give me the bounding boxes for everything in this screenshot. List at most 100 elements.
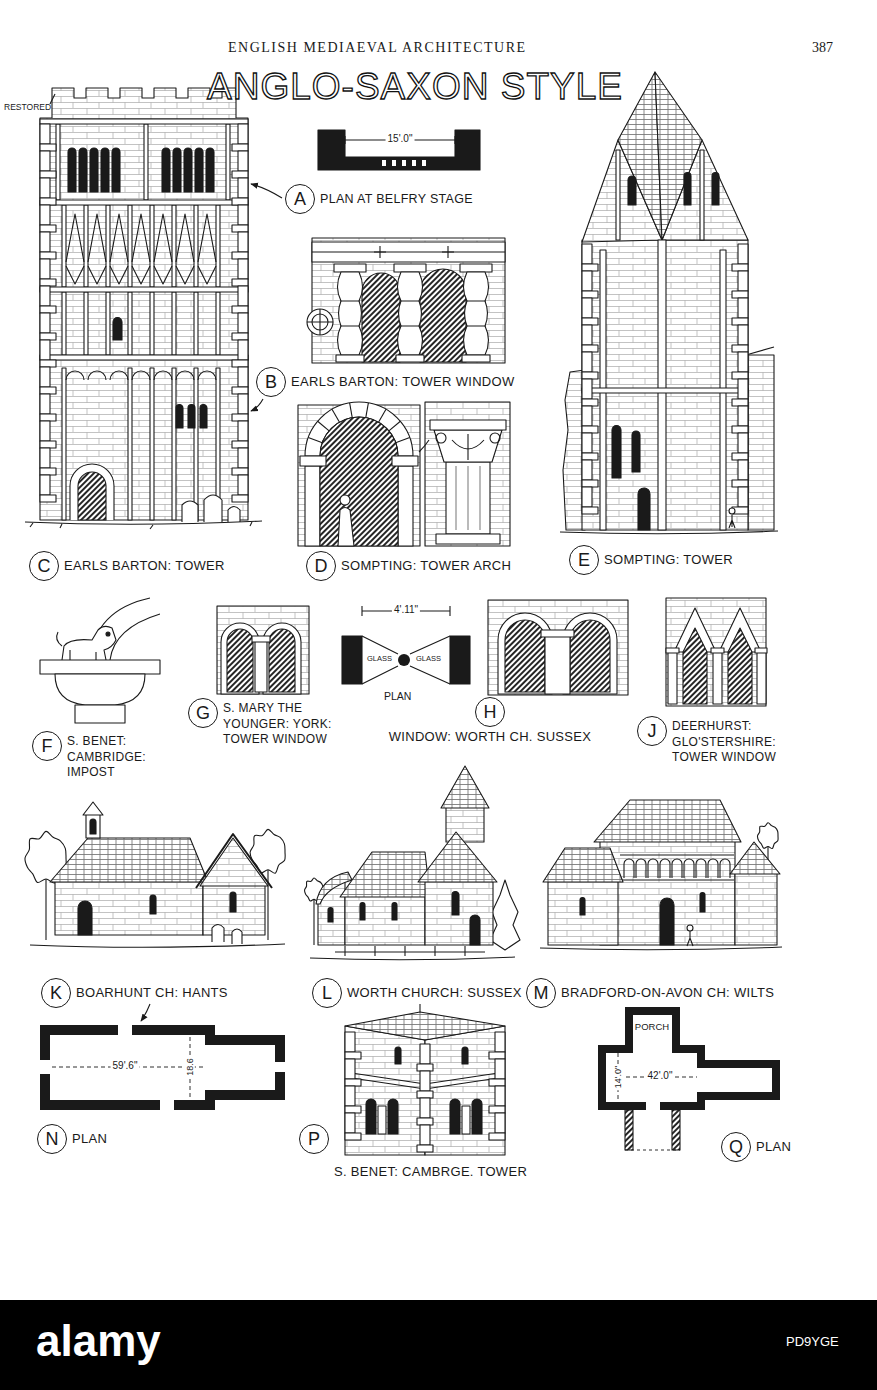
letter-circle: C: [29, 551, 59, 581]
dimension: 18.6: [185, 1056, 195, 1078]
figure-caption: BRADFORD-ON-AVON CH: WILTS: [561, 985, 774, 1000]
letter-circle: D: [306, 551, 336, 581]
arch-curve: [110, 614, 160, 660]
figure-key: HWINDOW: WORTH CH. SUSSEX: [380, 697, 600, 746]
quoin-stone: [40, 367, 50, 387]
pilaster-strip: [700, 150, 704, 240]
belfry-opening: [173, 148, 181, 192]
fence: [335, 946, 485, 956]
baluster: [338, 272, 363, 355]
annex: [748, 355, 774, 530]
quoin-stone: [232, 360, 248, 367]
caption-block: WORTH CHURCH: SUSSEX: [347, 985, 522, 1002]
ground-line: [540, 947, 782, 950]
figure-caption: S. BENET: CAMBRGE. TOWER: [334, 1164, 527, 1179]
wall: [425, 402, 510, 546]
porch-wall: [548, 880, 618, 945]
figure-caption: SOMPTING: TOWER: [604, 552, 733, 567]
string-course: [40, 200, 248, 205]
quoin-stone: [738, 298, 748, 318]
pilaster: [757, 652, 766, 704]
tower-wall: [345, 1026, 425, 1155]
finial: [419, 1004, 420, 1012]
figure-caption: PLAN: [72, 1131, 107, 1146]
pilaster-strip: [62, 205, 66, 287]
figure-key: NPLAN: [37, 1124, 107, 1154]
dimension: 15'.0": [386, 133, 415, 145]
arched-opening: [227, 629, 253, 692]
quoin-stone: [238, 394, 248, 414]
plan-wall-ruined: [625, 1110, 633, 1150]
figure-key: DSOMPTING: TOWER ARCH: [306, 551, 511, 581]
pilaster-strip: [216, 205, 220, 287]
tree-trunk: [267, 866, 268, 940]
tower-window: [113, 318, 122, 341]
caption-block: PLAN: [756, 1139, 791, 1156]
quoin-stone: [238, 448, 248, 468]
ground-line: [30, 944, 285, 947]
arch-opening: [320, 417, 398, 546]
caption-block: EARLS BARTON: TOWER WINDOW: [291, 374, 515, 391]
pilaster-strip: [106, 292, 110, 355]
bellcote-roof: [83, 802, 103, 815]
quoin-stone: [40, 495, 56, 502]
figure: [340, 495, 350, 505]
quoin-stone: [489, 1106, 505, 1113]
quoin-stone: [238, 313, 248, 333]
figure-caption: S. BENET: CAMBRIDGE: IMPOST: [67, 734, 146, 779]
pilaster-strip: [172, 292, 176, 355]
arched-opening: [366, 1099, 376, 1134]
figure-caption: EARLS BARTON: TOWER WINDOW: [291, 374, 515, 389]
ground-line: [25, 521, 262, 529]
quoin-stone: [232, 387, 248, 394]
doorway: [638, 488, 650, 530]
quoin-stone: [582, 271, 592, 291]
pilaster-strip: [194, 292, 198, 355]
pilaster-strip: [616, 150, 620, 240]
mid-wall-shaft: [398, 654, 410, 666]
quoin-stone: [40, 333, 56, 340]
quoin-stone: [232, 198, 248, 205]
capital: [755, 648, 767, 653]
letter-circle: M: [526, 978, 556, 1008]
figure-caption: WINDOW: WORTH CH. SUSSEX: [389, 729, 591, 744]
page-title: ANGLO-SAXON STYLE: [207, 68, 623, 105]
letter-circle: E: [569, 545, 599, 575]
figure-key: CEARLS BARTON: TOWER: [29, 551, 225, 581]
leader-line: [251, 399, 263, 411]
ground-line: [310, 957, 515, 960]
quoin-stone: [420, 1125, 430, 1145]
quoin-stone: [582, 487, 592, 507]
letter-circle: L: [312, 978, 342, 1008]
arched-opening: [580, 898, 585, 916]
quoin-stone: [40, 151, 50, 171]
pilaster: [713, 652, 722, 704]
pilaster-strip: [150, 292, 154, 355]
quoin-stone: [40, 306, 56, 313]
quoin-stone: [238, 340, 248, 360]
quoin-stone: [40, 360, 56, 367]
strip-arch: [176, 371, 194, 380]
dimension-line: [618, 1053, 697, 1102]
quoin-stone: [238, 178, 248, 198]
figure: [687, 931, 693, 946]
voussoir: [396, 438, 410, 443]
figure-caption: WORTH CHURCH: SUSSEX: [347, 985, 522, 1000]
gravestone: [212, 925, 224, 943]
caption-block: PLAN AT BELFRY STAGE: [320, 191, 473, 207]
figure-letter: C: [38, 557, 51, 575]
zigzag-strip: [198, 266, 216, 284]
blind-arcade: [624, 859, 634, 878]
material-label: GLASS: [365, 655, 394, 664]
column-shaft: [446, 462, 490, 534]
quoin-stone: [345, 1113, 355, 1133]
lintel: [312, 242, 505, 262]
figure-letter: M: [534, 984, 549, 1002]
zigzag-strip: [88, 266, 106, 284]
quoin-stone: [582, 406, 592, 426]
quoin-stone: [40, 144, 56, 151]
quoin-stone: [238, 367, 248, 387]
caption-block: BRADFORD-ON-AVON CH: WILTS: [561, 985, 774, 1002]
quoin-stone: [738, 379, 748, 399]
tree-trunk: [45, 874, 46, 940]
